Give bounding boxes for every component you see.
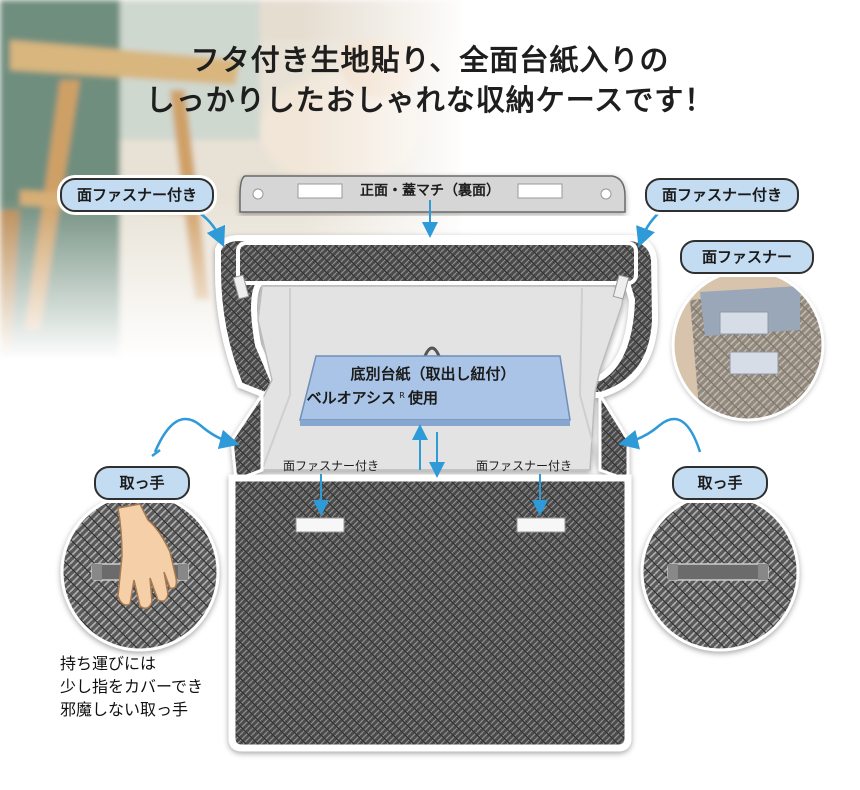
registered-mark: R <box>399 391 405 400</box>
curved-arrow-icon <box>618 417 702 453</box>
front-fastener-right <box>516 517 566 533</box>
hand-icon <box>117 503 178 609</box>
curved-arrow-icon <box>194 208 226 248</box>
handle-closeup-right <box>640 492 800 652</box>
headline-line-1: フタ付き生地貼り、全面台紙入りの <box>190 43 670 77</box>
lid-gusset-label: 正面・蓋マチ（裏面） <box>360 183 500 199</box>
bottom-board-line-2: ベルオアシス <box>307 389 396 407</box>
storage-case <box>215 235 659 752</box>
front-fastener-left <box>295 517 345 533</box>
handle-note-line-2: 少し指をカバーでき <box>60 677 204 696</box>
handle-note: 持ち運びには 少し指をカバーでき 邪魔しない取っ手 <box>60 652 203 721</box>
fastener-label-right: 面ファスナー付き <box>645 178 799 212</box>
handle-closeup-left <box>60 492 220 652</box>
fastener-closeup-label: 面ファスナー <box>680 240 814 274</box>
curved-arrow-icon <box>636 209 663 248</box>
headline-line-2: しっかりしたおしゃれな収納ケースです！ <box>145 83 715 117</box>
handle-label-right: 取っ手 <box>672 466 768 500</box>
handle-note-line-3: 邪魔しない取っ手 <box>60 700 189 719</box>
fastener-label-left: 面ファスナー付き <box>60 178 214 212</box>
inner-fastener-right-label: 面ファスナー付き <box>476 459 573 473</box>
fastener-patch <box>297 183 343 199</box>
handle-label-left: 取っ手 <box>94 466 190 500</box>
fastener-closeup <box>671 268 825 422</box>
lid-gusset-panel <box>239 175 626 213</box>
curved-arrow-icon <box>153 417 240 453</box>
fastener-patch <box>517 183 563 199</box>
bottom-board-line-1: 底別台紙（取出し紐付） <box>350 365 515 383</box>
handle-note-line-1: 持ち運びには <box>60 654 157 673</box>
headline: フタ付き生地貼り、全面台紙入りの しっかりしたおしゃれな収納ケースです！ <box>130 40 730 120</box>
bottom-board: 底別台紙（取出し紐付） ベルオアシス R 使用 <box>299 355 571 426</box>
inner-fastener-left-label: 面ファスナー付き <box>283 459 380 473</box>
bottom-board-suffix: 使用 <box>407 389 438 407</box>
